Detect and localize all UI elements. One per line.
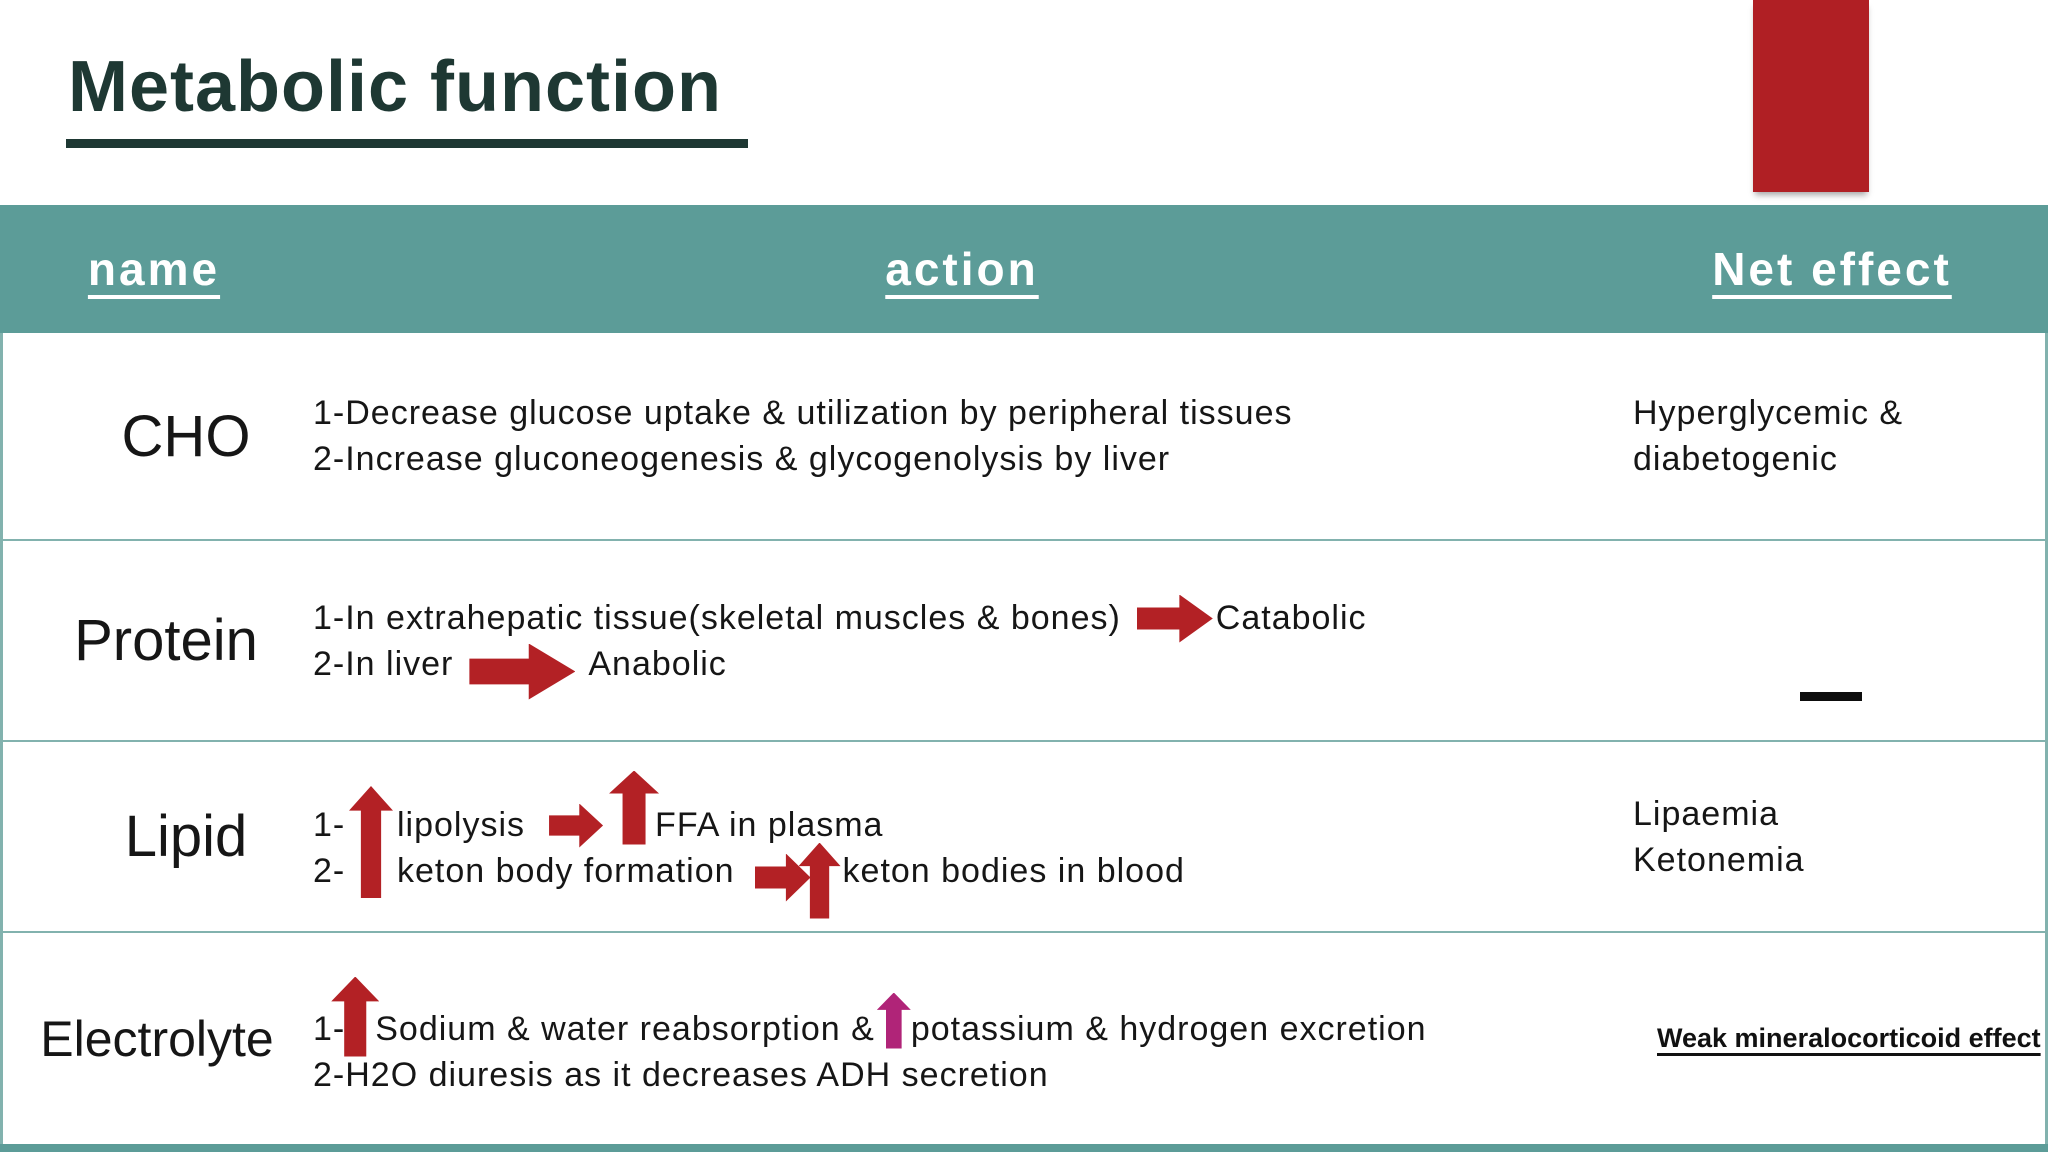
up-arrow-icon xyxy=(609,770,660,845)
action-result-text: Anabolic xyxy=(588,644,727,683)
dash-icon xyxy=(1800,692,1862,701)
action-result-text: Catabolic xyxy=(1215,598,1367,637)
action-number: 2- xyxy=(313,851,346,890)
bottom-teal-bar xyxy=(0,1144,2048,1152)
lipid-action-cell: 1- lipolysis FFA in plasma 2- keton body fo… xyxy=(311,742,1619,931)
column-header-net-effect: Net effect xyxy=(1712,243,1952,295)
lipid-net-effect-cell: Lipaemia Ketonemia xyxy=(1619,742,2045,931)
table-row-protein: Protein 1-In extrahepatic tissue(skeleta… xyxy=(0,539,2048,740)
action-line: 2-H2O diuresis as it decreases ADH secre… xyxy=(313,1055,1049,1094)
action-line: 2-Increase gluconeogenesis & glycogenoly… xyxy=(313,440,1171,478)
cho-action-cell: 1-Decrease glucose uptake & utilization … xyxy=(311,333,1619,539)
action-text: 1-In extrahepatic tissue(skeletal muscle… xyxy=(313,598,1121,637)
row-name-protein: Protein xyxy=(74,608,258,673)
right-arrow-icon xyxy=(549,803,604,848)
action-number: 1- xyxy=(313,805,346,844)
electrolyte-action-cell: 1- Sodium & water reabsorption & potassium… xyxy=(311,933,1619,1144)
action-line: 1-In extrahepatic tissue(skeletal muscle… xyxy=(313,594,1619,643)
slide-title: Metabolic function xyxy=(66,47,748,149)
column-header-action: action xyxy=(885,243,1039,295)
action-line: 1- Sodium & water reabsorption & potassium… xyxy=(313,976,1619,1057)
table-row-lipid: Lipid 1- lipolysis FFA in plasma 2- keton b… xyxy=(0,740,2048,931)
row-name-lipid: Lipid xyxy=(124,804,248,869)
right-arrow-icon xyxy=(754,853,811,902)
right-arrow-icon xyxy=(469,643,576,700)
action-text: lipolysis xyxy=(397,805,526,844)
action-text: Sodium & water reabsorption & xyxy=(375,1009,875,1048)
cho-net-effect-cell: Hyperglycemic & diabetogenic xyxy=(1619,333,2045,539)
net-effect-line: Weak mineralocorticoid effect xyxy=(1657,1023,2041,1053)
table-row-electrolyte: Electrolyte 1- Sodium & water reabsorptio… xyxy=(0,931,2048,1144)
action-line: 1-Decrease glucose uptake & utilization … xyxy=(313,394,1293,432)
action-text: FFA in plasma xyxy=(655,805,884,844)
action-line: 2-In liver Anabolic xyxy=(313,641,1619,700)
right-arrow-icon xyxy=(1136,594,1213,643)
metabolic-function-table: name action Net effect CHO 1-Decrease gl… xyxy=(0,205,2048,1144)
net-effect-line: diabetogenic xyxy=(1633,440,1838,478)
table-header-row: name action Net effect xyxy=(0,205,2048,333)
action-line: 1- lipolysis FFA in plasma xyxy=(313,770,1619,848)
magenta-up-arrow-icon xyxy=(876,992,911,1049)
row-name-cho: CHO xyxy=(121,403,251,469)
action-text: keton body formation xyxy=(397,851,735,890)
table-row-cho: CHO 1-Decrease glucose uptake & utilizat… xyxy=(0,333,2048,539)
protein-net-effect-cell: — xyxy=(1619,541,2045,740)
action-number: 1- xyxy=(313,1009,346,1048)
column-header-name: name xyxy=(87,243,221,295)
protein-action-cell: 1-In extrahepatic tissue(skeletal muscle… xyxy=(311,541,1619,740)
net-effect-line: Hyperglycemic & xyxy=(1633,394,1904,432)
red-accent-rectangle xyxy=(1753,0,1869,192)
net-effect-line: Lipaemia xyxy=(1633,794,1779,833)
row-name-electrolyte: Electrolyte xyxy=(40,1010,274,1067)
electrolyte-net-effect-cell: Weak mineralocorticoid effect xyxy=(1619,933,2045,1144)
action-text: keton bodies in blood xyxy=(842,851,1185,890)
action-line: 2- keton body formation keton bodies in bl… xyxy=(313,842,1619,919)
net-effect-line: Ketonemia xyxy=(1633,840,1805,879)
action-text: 2-In liver xyxy=(313,644,454,683)
action-text: potassium & hydrogen excretion xyxy=(910,1009,1427,1048)
